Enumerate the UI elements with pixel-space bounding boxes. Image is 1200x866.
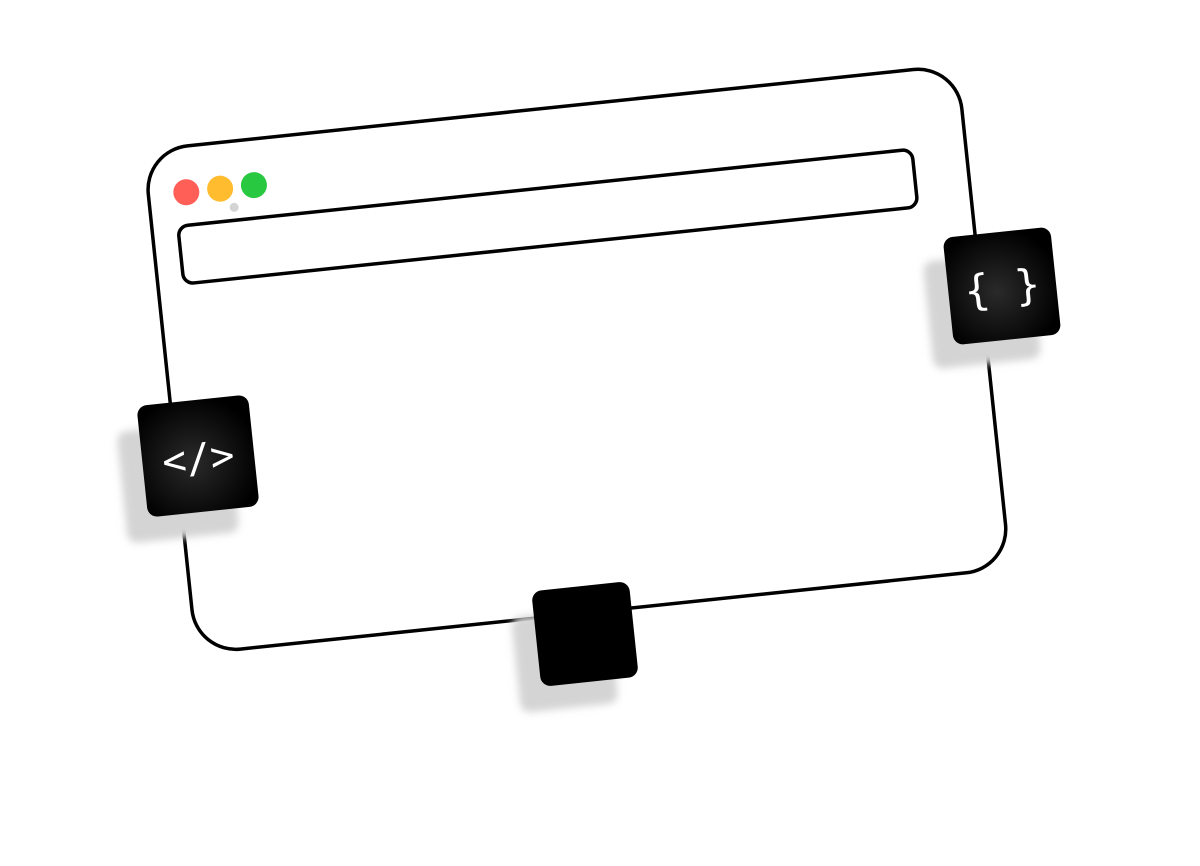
cursor-dot-icon <box>229 202 239 212</box>
close-dot-icon[interactable] <box>172 178 201 207</box>
html-code-label: </> <box>160 432 237 485</box>
address-bar[interactable] <box>177 148 919 285</box>
blank-square-icon <box>532 582 638 686</box>
curly-braces-badge: { } <box>923 227 1061 369</box>
browser-window <box>146 67 1008 652</box>
blank-badge <box>512 582 638 712</box>
curly-braces-icon <box>943 227 1061 345</box>
maximize-dot-icon[interactable] <box>240 171 269 200</box>
minimize-dot-icon[interactable] <box>206 174 235 203</box>
html-code-badge: </> <box>117 395 259 543</box>
curly-braces-label: { } <box>962 259 1043 316</box>
html-code-icon <box>137 395 259 517</box>
